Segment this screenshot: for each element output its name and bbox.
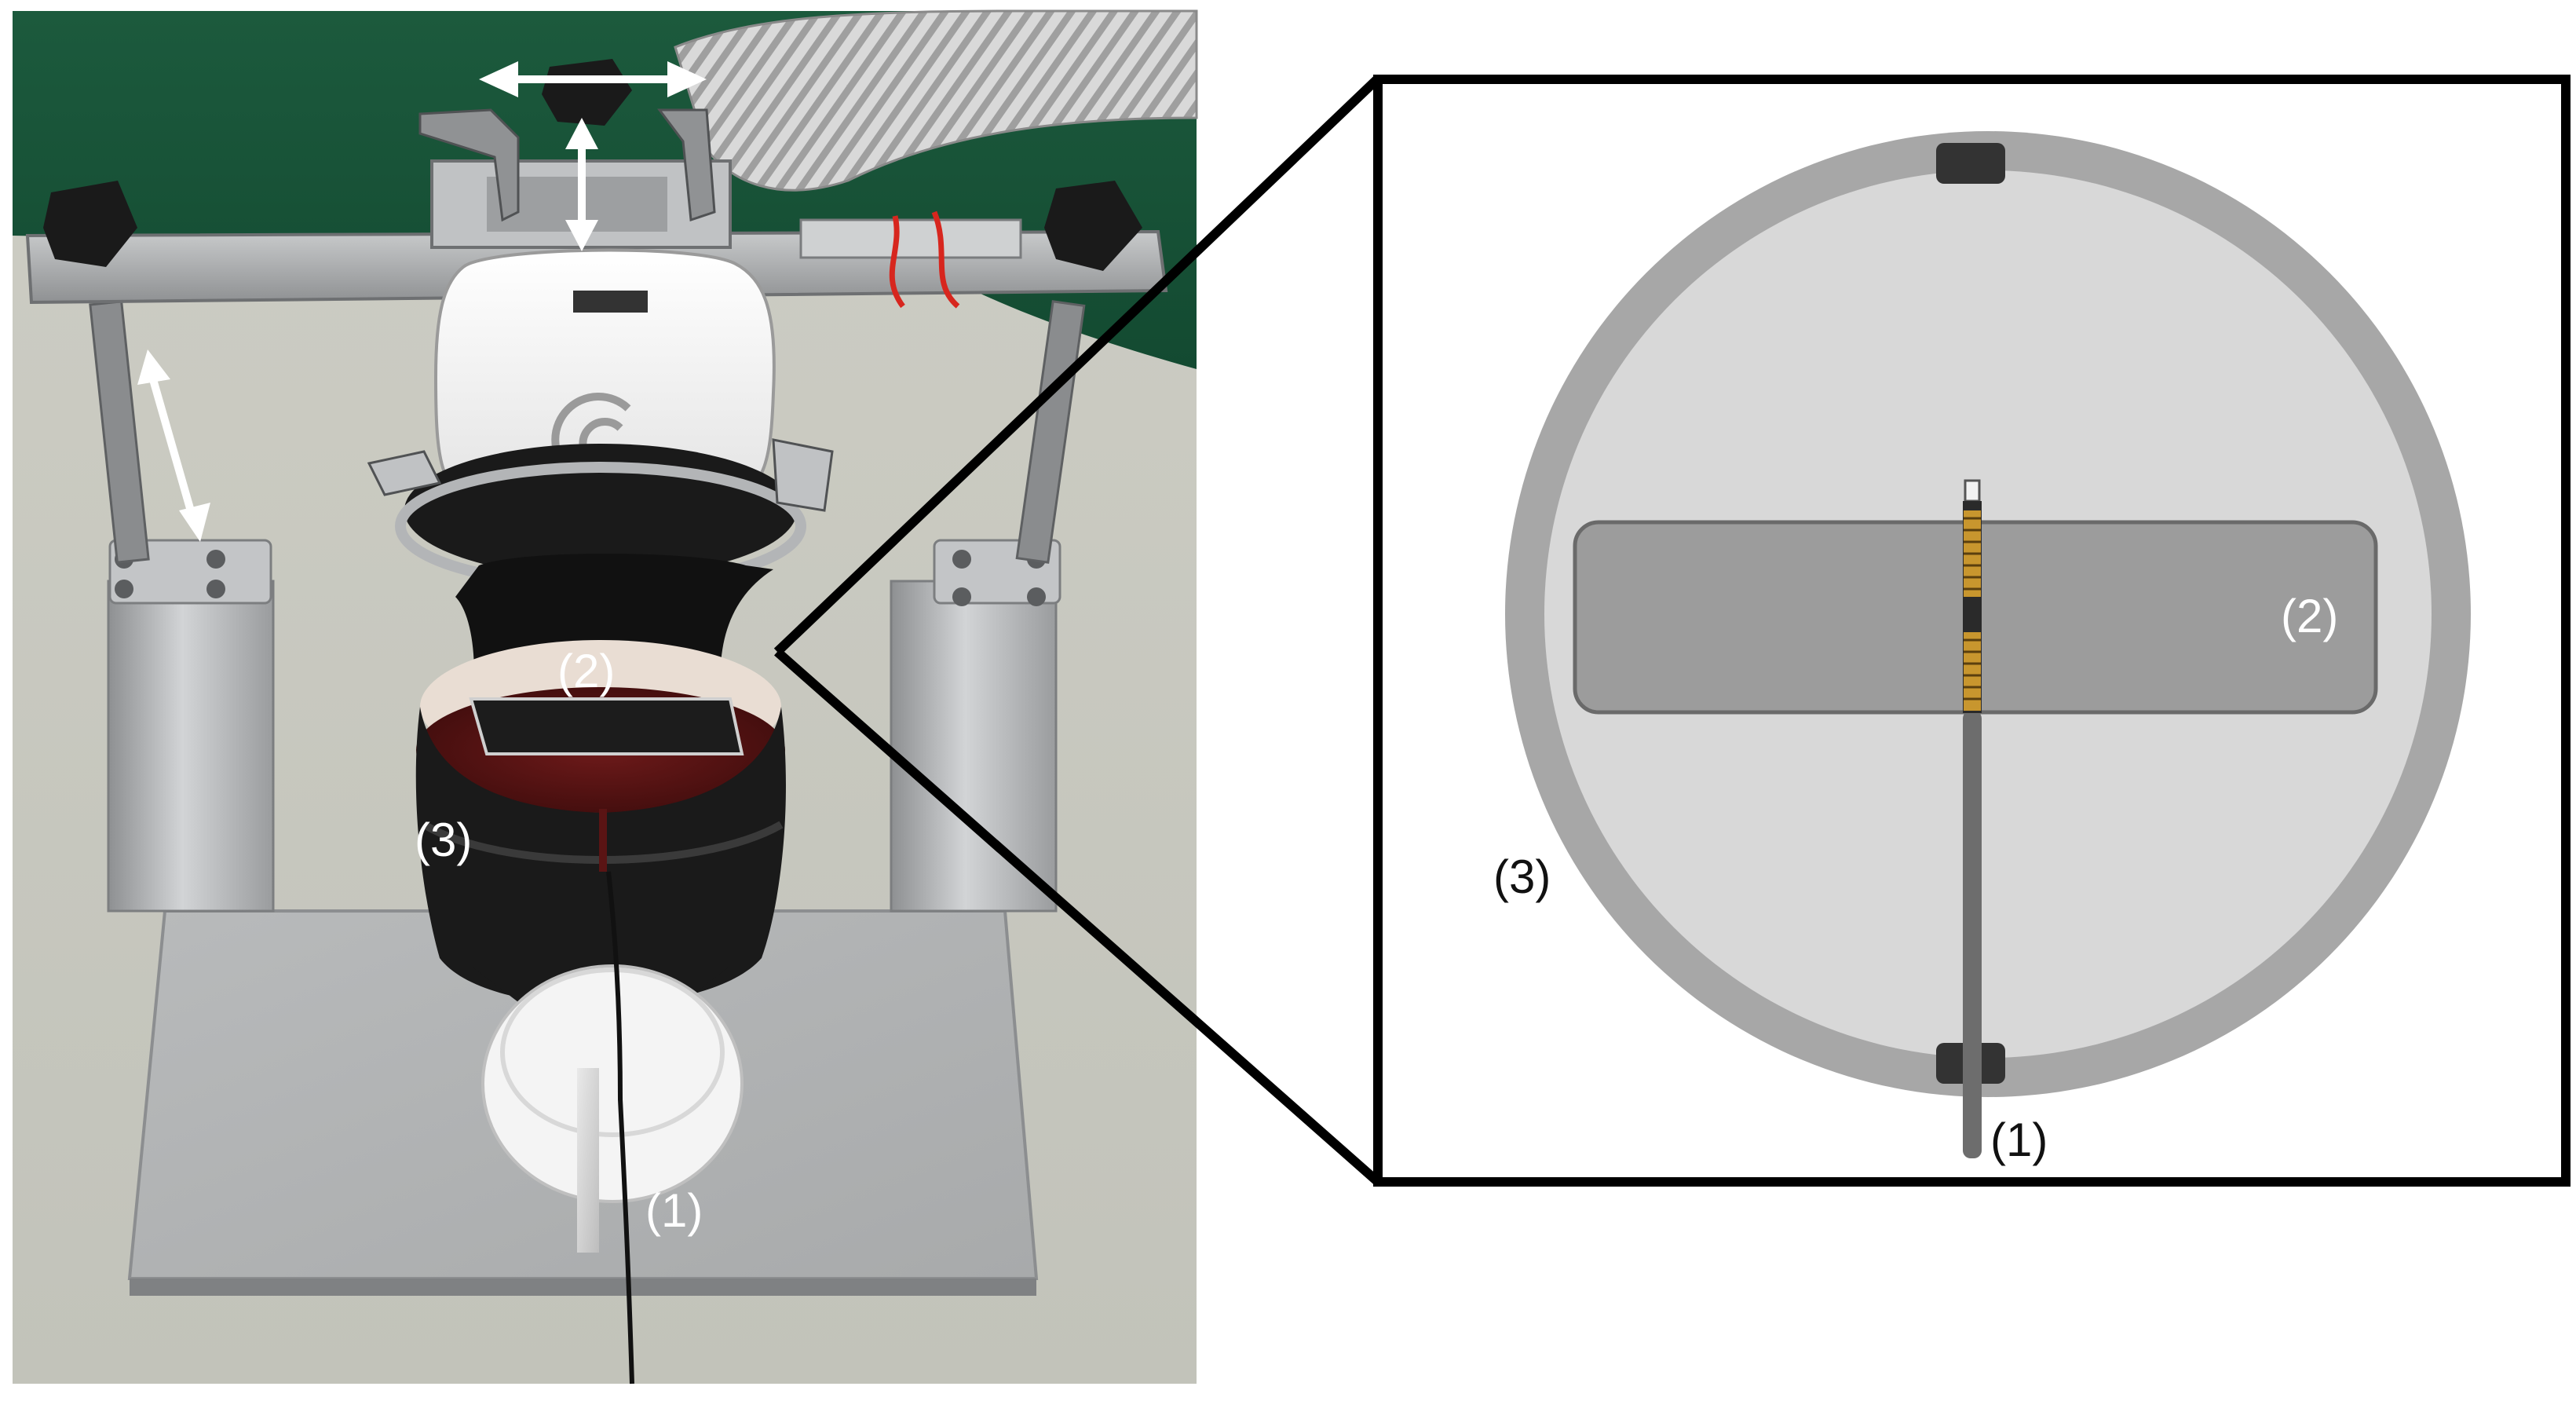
probe (1963, 479, 1982, 1158)
vertical-adjust-arrow (565, 118, 598, 251)
left-knob (43, 181, 137, 267)
collection-cup (481, 964, 744, 1203)
right-threaded-rod (1015, 300, 1086, 564)
photo-panel: (2) (3) (1) (13, 9, 1198, 1385)
photo-label-transducer: (2) (557, 645, 615, 697)
probe-tip (1964, 479, 1981, 503)
right-knob (1044, 181, 1142, 271)
schematic-panel: (2) (3) (1) (1373, 75, 2571, 1187)
zoom-line-bottom (774, 648, 1381, 1186)
probe-coil-upper (1964, 510, 1981, 597)
zoom-line-top (773, 75, 1382, 656)
left-rail (107, 539, 275, 913)
zoom-connector (773, 75, 1382, 1186)
schematic-label-holder: (3) (1493, 850, 1551, 903)
flexible-hose (674, 9, 1198, 192)
base-plate-edge (130, 1278, 1036, 1296)
probe-cable (606, 871, 634, 1385)
bar-slider (799, 218, 1022, 259)
photo-label-probe: (1) (645, 1184, 703, 1237)
schematic-label-transducer: (2) (2281, 590, 2338, 642)
right-rail (890, 539, 1061, 913)
horizontal-adjust-arrow (479, 61, 707, 97)
device-connector (573, 291, 648, 313)
collection-cup-rim (500, 968, 725, 1137)
schematic-label-probe: (1) (1990, 1114, 2048, 1166)
photo-label-holder: (3) (415, 814, 472, 866)
probe-coil-lower (1964, 632, 1981, 711)
support-post (577, 1068, 599, 1253)
left-clamp-screw (367, 450, 442, 496)
transducer-face (469, 697, 744, 755)
top-clip (1936, 143, 2005, 184)
probe-shaft (1963, 711, 1982, 1158)
rod-adjust-arrow (137, 349, 210, 542)
right-clamp-screw (772, 438, 834, 512)
rubber-band (889, 210, 960, 309)
